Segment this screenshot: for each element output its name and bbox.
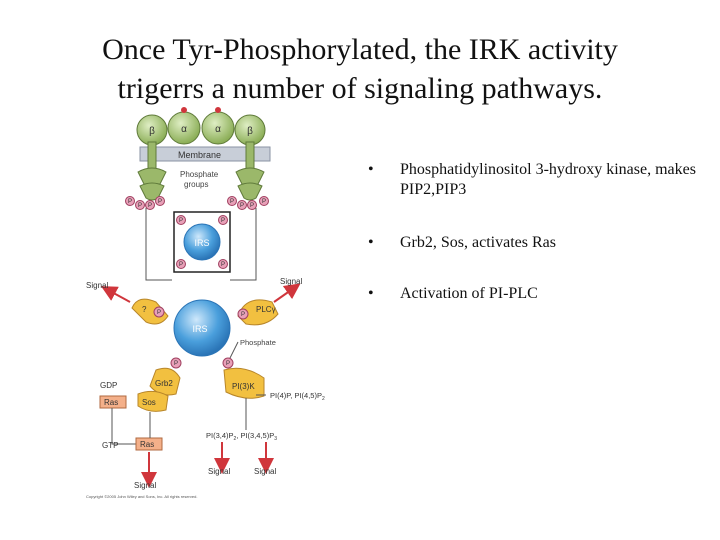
phosphate-groups-label-2: groups bbox=[184, 180, 208, 189]
p-label: P bbox=[230, 199, 234, 205]
receptor-extracellular: β α α β bbox=[136, 107, 266, 146]
insulin-receptor-diagram: β α α β Membrane Phosphate groups P P P … bbox=[86, 107, 325, 499]
p-label: P bbox=[262, 199, 266, 205]
p-label: P bbox=[158, 199, 162, 205]
beta-label-right: β bbox=[247, 126, 253, 137]
p-label: P bbox=[241, 312, 245, 318]
irs-central bbox=[173, 299, 231, 357]
connector-lines bbox=[145, 208, 257, 281]
effector-unknown: ? bbox=[131, 298, 169, 325]
p-label: P bbox=[221, 262, 225, 268]
bullet-marker: • bbox=[368, 285, 374, 302]
gdp-label: GDP bbox=[100, 381, 117, 390]
plc-label: PLCγ bbox=[256, 305, 276, 314]
alpha-label-right: α bbox=[215, 124, 221, 135]
ras-gtp-label: Ras bbox=[140, 440, 154, 449]
insulin-dot-left bbox=[181, 107, 187, 113]
signal-label-right: Signal bbox=[280, 277, 302, 286]
insulin-dot-right bbox=[215, 107, 221, 113]
copyright-text: Copyright ©2005 John Wiley and Sons, Inc… bbox=[86, 494, 197, 499]
kinase-domain-right-2 bbox=[237, 182, 263, 201]
signal-arrows bbox=[100, 283, 301, 488]
pi3k-enzyme: PI(3)K bbox=[223, 367, 265, 399]
slide-title: Once Tyr-Phosphorylated, the IRK activit… bbox=[20, 30, 700, 108]
central-phosphates: P P P P bbox=[153, 306, 249, 369]
sos-label: Sos bbox=[142, 398, 156, 407]
irs-phosphates: P P P P bbox=[176, 215, 228, 269]
phosphate-label: Phosphate bbox=[240, 338, 276, 347]
p-label: P bbox=[250, 203, 254, 209]
phosphate-groups-label: Phosphate bbox=[180, 170, 219, 179]
p-label: P bbox=[179, 218, 183, 224]
bullet-list: • Phosphatidylinositol 3-hydroxy kinase,… bbox=[368, 160, 708, 304]
title-line-1: Once Tyr-Phosphorylated, the IRK activit… bbox=[102, 33, 618, 66]
signal-label-left: Signal bbox=[86, 281, 108, 290]
p-label: P bbox=[128, 199, 132, 205]
receptor-intracellular bbox=[137, 141, 265, 201]
receptor-phosphates: P P P P P P P P bbox=[125, 196, 269, 210]
irs-molecule bbox=[183, 223, 221, 261]
beta-label-left: β bbox=[149, 126, 155, 137]
bullet-marker: • bbox=[368, 161, 374, 178]
phosphate-pointer bbox=[229, 341, 239, 359]
bullet-marker: • bbox=[368, 234, 374, 251]
pi4p-label: PI(4)P, PI(4,5)P2 bbox=[270, 391, 325, 402]
p-label: P bbox=[240, 203, 244, 209]
p-label: P bbox=[157, 310, 161, 316]
grb2-label: Grb2 bbox=[155, 379, 173, 388]
bullet-item-pi3k: • Phosphatidylinositol 3-hydroxy kinase,… bbox=[368, 160, 708, 200]
ras-gdp-box bbox=[99, 395, 127, 409]
bullet-text: Activation of PI-PLC bbox=[400, 285, 538, 302]
bullet-text: Phosphatidylinositol 3-hydroxy kinase, m… bbox=[400, 161, 696, 198]
gtp-label: GTP bbox=[102, 441, 118, 450]
p-label: P bbox=[174, 361, 178, 367]
ras-gtp-box bbox=[135, 437, 163, 451]
bullet-item-grb2: • Grb2, Sos, activates Ras bbox=[368, 233, 708, 253]
irs-central-label: IRS bbox=[192, 324, 207, 334]
irs-label: IRS bbox=[194, 238, 209, 248]
unknown-label: ? bbox=[142, 305, 147, 314]
pi345p-label: PI(3,4)P2, PI(3,4,5)P3 bbox=[206, 431, 277, 442]
arrow-signal-upper-left bbox=[100, 286, 131, 303]
membrane-label: Membrane bbox=[178, 150, 221, 160]
p-label: P bbox=[226, 361, 230, 367]
signal-label-pi345: Signal bbox=[254, 467, 276, 476]
effector-plc: PLCγ bbox=[237, 299, 279, 326]
ras-gdp-label: Ras bbox=[104, 398, 118, 407]
bullet-item-plc: • Activation of PI-PLC bbox=[368, 284, 708, 304]
pi3k-label: PI(3)K bbox=[232, 382, 255, 391]
signal-label-pi34: Signal bbox=[208, 467, 230, 476]
p-label: P bbox=[148, 203, 152, 209]
signal-label-ras: Signal bbox=[134, 481, 156, 490]
arrow-signal-upper-right bbox=[273, 283, 301, 303]
bullet-text: Grb2, Sos, activates Ras bbox=[400, 234, 556, 251]
ras-activation-line bbox=[111, 408, 138, 445]
membrane bbox=[139, 146, 271, 162]
title-line-2: trigerrs a number of signaling pathways. bbox=[117, 72, 603, 105]
p-label: P bbox=[221, 218, 225, 224]
p-label: P bbox=[138, 203, 142, 209]
p-label: P bbox=[179, 262, 183, 268]
alpha-label-left: α bbox=[181, 124, 187, 135]
grb2-sos-complex: Grb2 Sos bbox=[137, 367, 181, 412]
